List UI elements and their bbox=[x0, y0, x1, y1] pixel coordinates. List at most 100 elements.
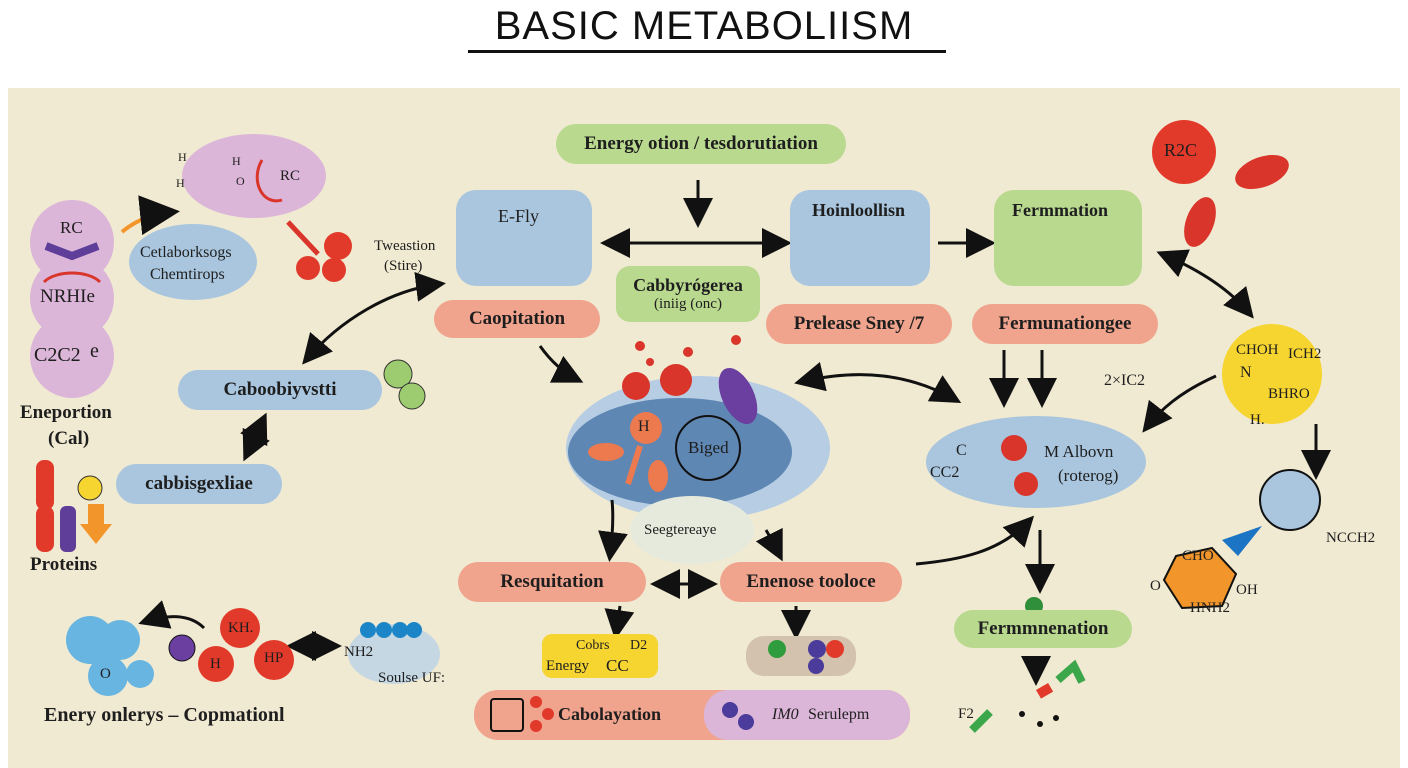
cab-red-3 bbox=[530, 720, 542, 732]
rc-bonds bbox=[44, 242, 100, 261]
purple-rod bbox=[718, 367, 758, 425]
cetlab-line2: Chemtirops bbox=[150, 266, 225, 283]
cho-label: CHO bbox=[1182, 548, 1214, 564]
nh2-bead-2 bbox=[376, 622, 392, 638]
efly-box bbox=[456, 190, 592, 286]
mal-cell bbox=[926, 416, 1146, 508]
benzene-ring bbox=[1259, 469, 1321, 531]
kh-label: KH. bbox=[228, 620, 254, 636]
protein-bar-red-1 bbox=[36, 460, 54, 510]
caopitation-label: Caopitation bbox=[468, 308, 566, 329]
eneportion-line2: (Cal) bbox=[48, 428, 90, 449]
fermunationgee-label: Fermunationgee bbox=[998, 313, 1132, 334]
serulepm-bar bbox=[704, 690, 910, 740]
r2c-label: R2C bbox=[1164, 140, 1198, 160]
nh2-bead-4 bbox=[406, 622, 422, 638]
purple-bead-a bbox=[808, 640, 826, 658]
bottom-ring bbox=[1162, 546, 1238, 610]
fermmation-label: Fermmation bbox=[1012, 200, 1108, 220]
caopitation-pill: Caopitation bbox=[434, 300, 600, 338]
mal-cc2: CC2 bbox=[930, 464, 960, 481]
enenose-label: Enenose tooloce bbox=[746, 571, 876, 592]
red-ball-2 bbox=[296, 256, 320, 280]
c2c2-ball bbox=[30, 314, 114, 398]
nh2-label: NH2 bbox=[344, 644, 374, 660]
bottom-caption: Enery onlerys – Copmationl bbox=[44, 704, 285, 726]
arrow-ferm-right-curve bbox=[1156, 249, 1254, 319]
black-dot-3 bbox=[1053, 715, 1059, 721]
arrow-enen-mal bbox=[915, 515, 1035, 566]
enenose-pill: Enenose tooloce bbox=[720, 562, 902, 602]
molecule-pink-top bbox=[182, 134, 326, 218]
h-red-label: H bbox=[210, 656, 221, 672]
ncch2-label: NCCH2 bbox=[1326, 530, 1376, 546]
purple-blob bbox=[168, 634, 196, 662]
red-dot-2 bbox=[683, 347, 693, 357]
cabbisgexliae-label: cabbisgexliae bbox=[145, 473, 253, 494]
protein-yellow-dot bbox=[77, 475, 103, 501]
cabolayation-icon bbox=[490, 698, 524, 732]
f2-label: F2 bbox=[958, 706, 974, 722]
molecule-cetlab bbox=[129, 224, 257, 300]
ich2-label: ICH2 bbox=[1288, 346, 1322, 362]
green-arrow-1 bbox=[1055, 659, 1086, 684]
prelease-pill: Prelease Sney /7 bbox=[766, 304, 952, 344]
page-title: BASIC METABOLIISM bbox=[494, 4, 914, 48]
red-ball-3 bbox=[322, 258, 346, 282]
red-bead-a bbox=[826, 640, 844, 658]
arrow-cell-resq bbox=[598, 499, 628, 562]
caboobiyvstti-label: Caboobiyvstti bbox=[223, 379, 337, 400]
mal-red-2 bbox=[1014, 472, 1038, 496]
proteins-label: Proteins bbox=[30, 554, 98, 575]
nh2-bead-3 bbox=[392, 622, 408, 638]
h-dot-label: H. bbox=[1250, 412, 1265, 428]
e-glyph-label: e bbox=[90, 340, 99, 362]
mal-roterog: (roterog) bbox=[1058, 466, 1119, 485]
yellow-molecule bbox=[1222, 324, 1322, 424]
energy-top-pill: Energy otion / tesdorutiation bbox=[556, 124, 846, 164]
cobrs-d2: D2 bbox=[630, 638, 648, 653]
red-dot-4 bbox=[646, 358, 654, 366]
blue-blob-4 bbox=[126, 660, 154, 688]
hoinloollisn-label: Hoinloollisn bbox=[812, 200, 906, 220]
red-tag bbox=[1036, 683, 1054, 699]
eneportion-line1: Eneportion bbox=[20, 402, 112, 423]
energy-cc-2: CC bbox=[606, 656, 629, 675]
fermnenation-label: Fermmnenation bbox=[977, 618, 1109, 639]
prelease-label: Prelease Sney /7 bbox=[793, 313, 925, 334]
red-cell-1 bbox=[622, 372, 650, 400]
fermmation-box bbox=[994, 190, 1142, 286]
cab-red-2 bbox=[542, 708, 554, 720]
o-blue-label: O bbox=[100, 666, 111, 682]
orange-rod-2 bbox=[648, 460, 668, 492]
rc-top-left-label: RC bbox=[60, 218, 83, 237]
hp-label: HP bbox=[264, 650, 284, 666]
h-ball bbox=[198, 646, 234, 682]
right-red-rod-2 bbox=[1184, 197, 1216, 247]
arrow-cell-enen bbox=[755, 527, 783, 562]
biged-ring bbox=[675, 415, 741, 481]
red-dot-3 bbox=[731, 335, 741, 345]
mal-red-1 bbox=[1001, 435, 1027, 461]
black-dot-2 bbox=[1037, 721, 1043, 727]
cabbyrogera-line1: Cabbyrógerea bbox=[633, 275, 743, 295]
right-red-rod-1 bbox=[1235, 154, 1289, 190]
green-arrow-2 bbox=[969, 709, 993, 733]
arrow-cell-right bbox=[794, 361, 962, 403]
title-underline bbox=[468, 50, 946, 53]
cetlab-line1: Cetlaborksogs bbox=[140, 244, 232, 261]
h-label: H bbox=[638, 418, 650, 435]
blue-blob-1 bbox=[66, 616, 114, 664]
protein-bar-red-2 bbox=[36, 506, 54, 552]
h-mol-1: H bbox=[178, 150, 187, 164]
protein-orange-arrow bbox=[80, 504, 112, 544]
arrow-cabo-cabb bbox=[240, 412, 270, 462]
cabbyrogera-pill: Cabbyrógerea (iniig (onc) bbox=[616, 266, 760, 322]
rc-red-arrows bbox=[42, 271, 102, 284]
caboobiyvstti-pill: Caboobiyvstti bbox=[178, 370, 382, 410]
h-orange-ball bbox=[630, 412, 662, 444]
nh2-blob bbox=[348, 624, 440, 684]
orange-stick bbox=[625, 445, 643, 485]
mal-albovn: M Albovn bbox=[1044, 442, 1114, 461]
energy-cc-1: Energy bbox=[546, 658, 590, 674]
